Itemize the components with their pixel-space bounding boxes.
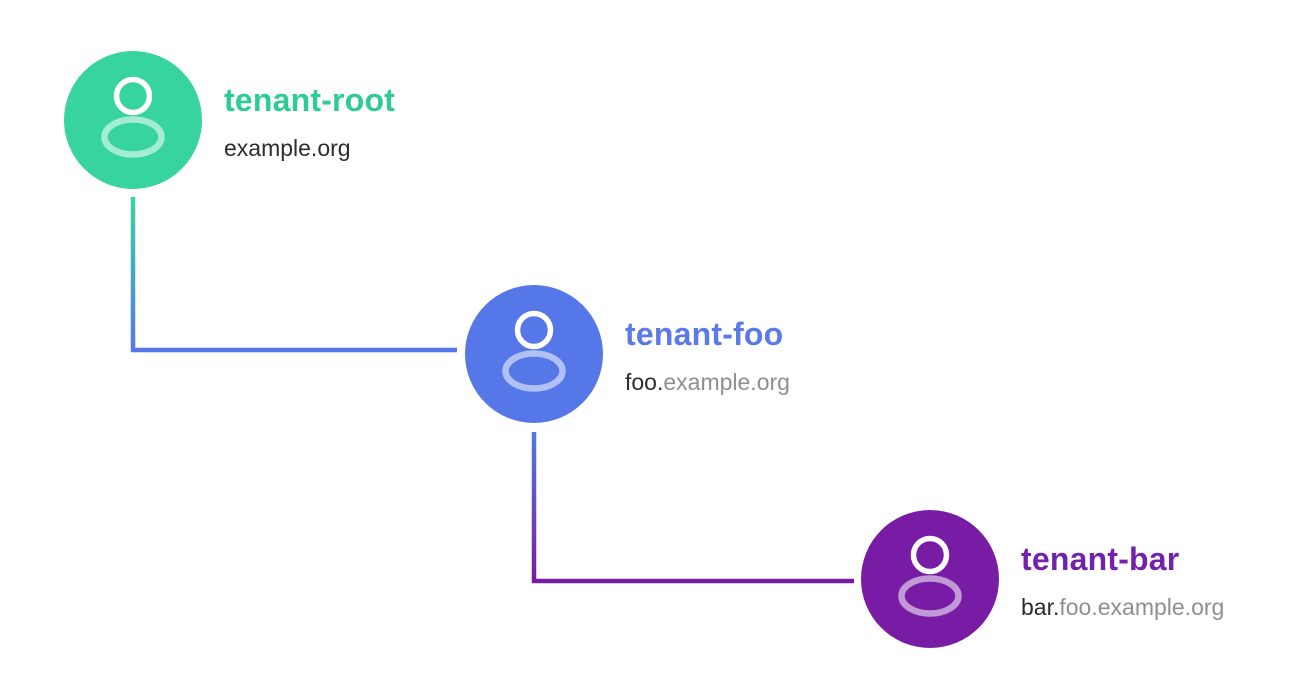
node-tenant-foo: tenant-foo foo.example.org <box>465 285 790 423</box>
tenant-bar-avatar <box>861 510 999 648</box>
user-icon <box>101 76 165 158</box>
user-icon <box>898 535 962 617</box>
tenant-domain: example.org <box>224 135 395 161</box>
domain-prefix: bar. <box>1021 594 1060 620</box>
connector-foo-to-bar <box>531 432 854 584</box>
domain-prefix: example.org <box>224 135 351 161</box>
tenant-root-avatar <box>64 51 202 189</box>
node-tenant-root: tenant-root example.org <box>64 51 395 189</box>
tenant-name: tenant-root <box>224 82 396 118</box>
tenant-name: tenant-bar <box>1021 541 1180 577</box>
node-info: tenant-foo foo.example.org <box>625 317 790 395</box>
domain-rest: example.org <box>663 369 790 395</box>
domain-rest: foo.example.org <box>1059 594 1225 620</box>
node-info: tenant-root example.org <box>224 83 395 161</box>
user-icon <box>502 310 566 392</box>
tenant-domain: foo.example.org <box>625 369 790 395</box>
tenant-foo-avatar <box>465 285 603 423</box>
node-tenant-bar: tenant-bar bar.foo.example.org <box>861 510 1224 648</box>
tenant-name: tenant-foo <box>625 316 784 352</box>
domain-prefix: foo. <box>625 369 664 395</box>
node-info: tenant-bar bar.foo.example.org <box>1021 542 1224 620</box>
tenant-domain: bar.foo.example.org <box>1021 594 1224 620</box>
connector-root-to-foo <box>130 197 457 353</box>
